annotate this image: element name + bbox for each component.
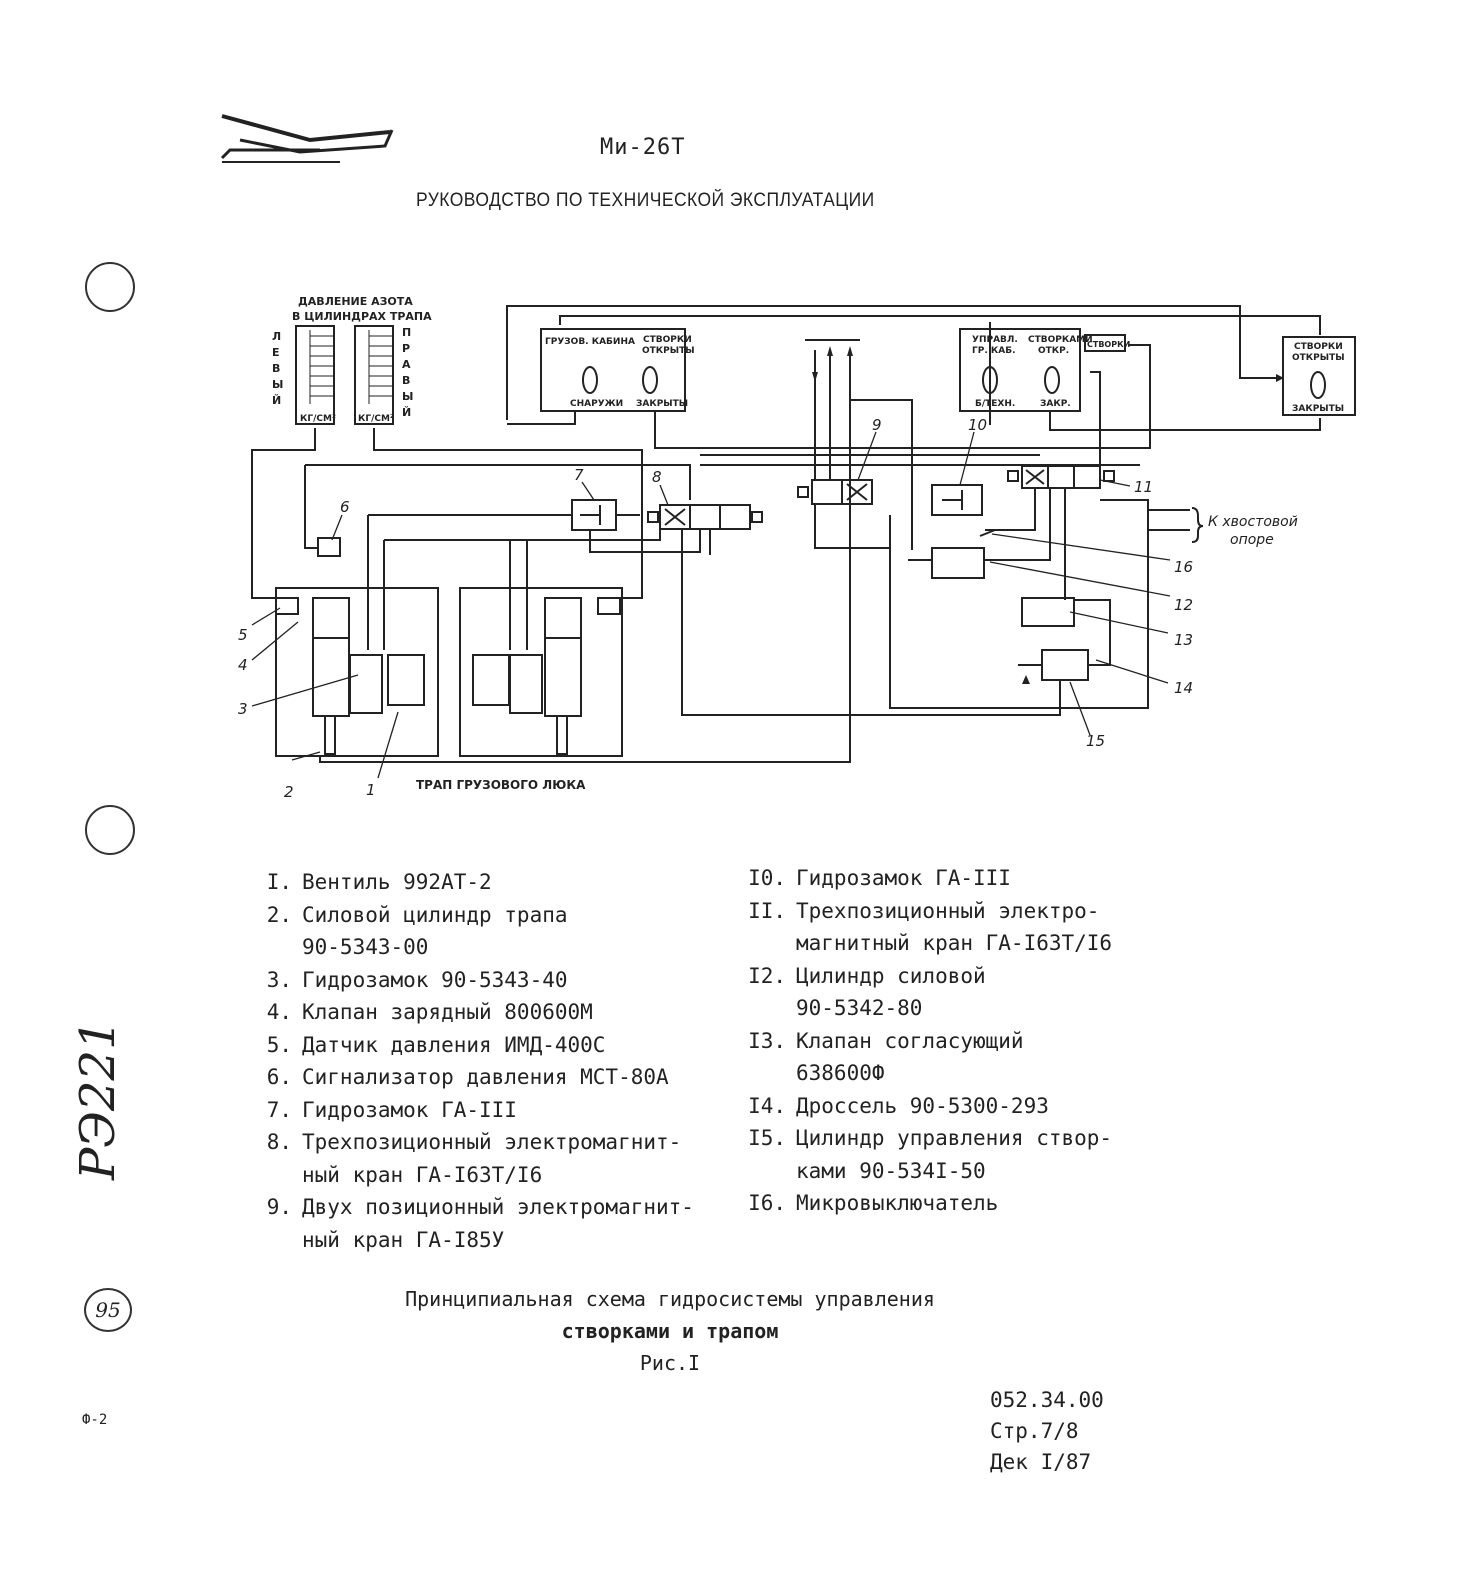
- svg-text:Л: Л: [272, 330, 281, 343]
- binder-hole-top: [85, 262, 135, 312]
- legend-right: I0.Гидрозамок ГА-III II.Трехпозиционный …: [742, 862, 1162, 1220]
- footer-page: Стр.7/8: [990, 1419, 1079, 1443]
- svg-text:Й: Й: [272, 394, 281, 407]
- gauges-title-1: ДАВЛЕНИЕ АЗОТА: [298, 295, 413, 308]
- legend-left: I.Вентиль 992АТ-2 2.Силовой цилиндр трап…: [248, 866, 728, 1256]
- tail-note-2: опоре: [1230, 532, 1274, 548]
- svg-text:Ы: Ы: [402, 390, 413, 403]
- callout-14: 14: [1174, 679, 1193, 697]
- hydraulic-schematic: ДАВЛЕНИЕ АЗОТА В ЦИЛИНДРАХ ТРАПА КГ/СМ² …: [238, 295, 1356, 801]
- callout-7: 7: [574, 466, 584, 484]
- panel2-box-label: СТВОРКИ: [1087, 340, 1130, 349]
- helicopter-logo: [220, 114, 394, 163]
- gauge-unit-right: КГ/СМ²: [358, 414, 394, 424]
- panel3-bottom: ЗАКРЫТЫ: [1292, 404, 1344, 414]
- document-model: Ми-26Т: [600, 135, 686, 160]
- callout-16: 16: [1174, 558, 1193, 576]
- legend-item: 7.Гидрозамок ГА-III: [266, 1097, 517, 1122]
- panel2-label-a-2: ГР. КАБ.: [972, 346, 1015, 356]
- callout-1: 1: [366, 781, 376, 799]
- callout-11: 11: [1134, 478, 1153, 496]
- panel2-bottom-a: Б/ТЕХН.: [975, 399, 1015, 409]
- caption-line-2: створками и трапом: [561, 1319, 779, 1343]
- svg-text:Ы: Ы: [272, 378, 283, 391]
- ramp-label: ТРАП ГРУЗОВОГО ЛЮКА: [416, 778, 586, 792]
- legend-item-cont: 90-5343-00: [302, 935, 429, 959]
- legend-item-cont: ками 90-534I-50: [796, 1158, 986, 1183]
- footer-date: Дек I/87: [990, 1450, 1092, 1474]
- legend-item-cont: ный кран ГА-I63T/I6: [302, 1162, 543, 1187]
- legend-item: 9.Двух позиционный электромагнит-: [266, 1195, 694, 1219]
- legend-item: I2.Цилиндр силовой: [748, 963, 986, 988]
- binder-hole-bottom: [85, 805, 135, 855]
- document-subtitle: РУКОВОДСТВО ПО ТЕХНИЧЕСКОЙ ЭКСПЛУАТАЦИИ: [416, 190, 875, 211]
- callout-4: 4: [238, 656, 248, 674]
- panel1-label-b-1: СТВОРКИ: [643, 335, 692, 345]
- legend-item-cont: 638600Ф: [796, 1061, 885, 1085]
- callout-9: 9: [872, 416, 882, 434]
- legend-item: 3.Гидрозамок 90-5343-40: [266, 967, 568, 992]
- figure-caption: Принципиальная схема гидросистемы управл…: [270, 1283, 1070, 1379]
- panel2-label-a-1: УПРАВЛ.: [972, 335, 1018, 345]
- callout-10: 10: [968, 416, 987, 434]
- callout-6: 6: [340, 498, 350, 516]
- gauges-title-2: В ЦИЛИНДРАХ ТРАПА: [292, 310, 432, 323]
- legend-item-cont: ный кран ГА-I85У: [302, 1227, 505, 1252]
- panel3-top-1: СТВОРКИ: [1294, 342, 1343, 352]
- page-stamp: 95: [84, 1288, 132, 1332]
- tail-note-1: К хвостовой: [1208, 514, 1298, 530]
- panel2-label-b-2: ОТКР.: [1038, 346, 1069, 356]
- legend-item: 8.Трехпозиционный электромагнит-: [266, 1130, 682, 1154]
- callout-13: 13: [1174, 631, 1193, 649]
- legend-item: I4.Дроссель 90-5300-293: [748, 1093, 1049, 1118]
- caption-line-1: Принципиальная схема гидросистемы управл…: [405, 1287, 935, 1311]
- footer-code: 052.34.00: [990, 1388, 1104, 1412]
- svg-text:А: А: [402, 358, 411, 371]
- svg-text:Р: Р: [402, 342, 410, 355]
- panel2-label-b-1: СТВОРКАМИ: [1028, 335, 1093, 345]
- panel1-label-b-2: ОТКРЫТЫ: [642, 346, 695, 356]
- panel1-bottom-b: ЗАКРЫТЫ: [636, 399, 688, 409]
- legend-item-cont: магнитный кран ГА-I63T/I6: [796, 931, 1113, 955]
- svg-text:Й: Й: [402, 406, 411, 419]
- caption-line-3: Рис.I: [639, 1351, 701, 1375]
- callout-2: 2: [284, 783, 294, 801]
- gauge-unit-left: КГ/СМ²: [300, 414, 336, 424]
- legend-item: 6.Сигнализатор давления МСТ-80А: [266, 1065, 669, 1089]
- callout-3: 3: [238, 700, 248, 718]
- callout-15: 15: [1086, 732, 1105, 750]
- legend-item: II.Трехпозиционный электро-: [748, 898, 1100, 923]
- legend-item: 2.Силовой цилиндр трапа: [266, 902, 568, 927]
- legend-item: 5.Датчик давления ИМД-400С: [266, 1032, 606, 1057]
- svg-text:Е: Е: [272, 346, 280, 359]
- panel1-bottom-a: СНАРУЖИ: [570, 399, 623, 409]
- panel1-label-a: ГРУЗОВ. КАБИНА: [545, 337, 635, 347]
- legend-item-cont: 90-5342-80: [796, 996, 923, 1020]
- panel2-bottom-b: ЗАКР.: [1040, 399, 1071, 409]
- legend-item: I0.Гидрозамок ГА-III: [748, 866, 1011, 890]
- panel3-top-2: ОТКРЫТЫ: [1292, 353, 1345, 363]
- handwritten-number: РЭ221: [70, 1019, 126, 1180]
- callout-12: 12: [1174, 596, 1193, 614]
- legend-item: I5.Цилиндр управления створ-: [748, 1126, 1113, 1150]
- svg-text:П: П: [402, 326, 411, 339]
- form-mark: Ф-2: [82, 1412, 108, 1428]
- legend-item: 4.Клапан зарядный 800600М: [266, 1000, 593, 1024]
- svg-text:В: В: [272, 362, 280, 375]
- page-footer: 052.34.00 Стр.7/8 Дек I/87: [990, 1385, 1104, 1478]
- legend-item: I6.Микровыключатель: [748, 1191, 999, 1215]
- legend-item: I3.Клапан согласующий: [748, 1028, 1024, 1053]
- legend-item: I.Вентиль 992АТ-2: [266, 870, 492, 894]
- callout-8: 8: [652, 468, 662, 486]
- callout-5: 5: [238, 626, 248, 644]
- svg-text:В: В: [402, 374, 410, 387]
